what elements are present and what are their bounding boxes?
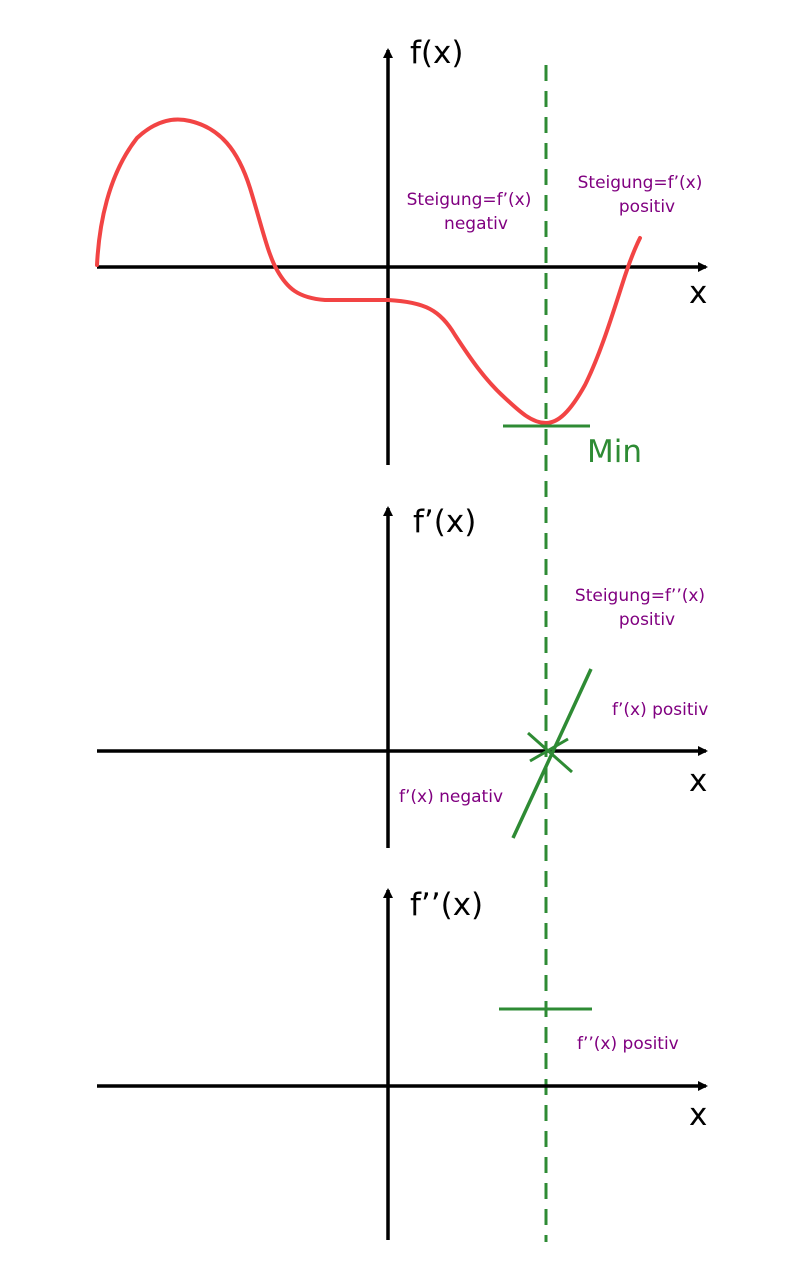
bottom-y-axis-label: f’’(x) xyxy=(410,887,483,923)
top-note-left-line2: negativ xyxy=(444,214,508,234)
panel-bottom: f’’(x) x f’’(x) positiv xyxy=(97,887,708,1240)
middle-y-axis-label: f’(x) xyxy=(413,504,476,540)
function-curve xyxy=(95,117,642,426)
min-label: Min xyxy=(587,434,642,470)
middle-note-right: f’(x) positiv xyxy=(612,700,708,720)
middle-note-top-line2: positiv xyxy=(619,610,675,630)
bottom-note-right: f’’(x) positiv xyxy=(577,1034,679,1054)
zero-crossing-mark-a xyxy=(527,731,573,774)
middle-note-top-line1: Steigung=f’’(x) xyxy=(575,586,705,606)
middle-x-axis-label: x xyxy=(689,763,707,799)
top-note-left-line1: Steigung=f’(x) xyxy=(407,190,532,210)
top-note-right-line1: Steigung=f’(x) xyxy=(578,173,703,193)
zero-crossing-mark-b xyxy=(529,737,569,763)
top-x-axis-label: x xyxy=(689,275,707,311)
panel-top: f(x) x Steigung=f’(x) negativ Steigung=f… xyxy=(95,35,708,470)
panel-middle: f’(x) x Steigung=f’’(x) positiv f’(x) po… xyxy=(97,504,708,848)
top-y-axis-label: f(x) xyxy=(410,35,463,71)
top-note-right-line2: positiv xyxy=(619,197,675,217)
bottom-x-axis-label: x xyxy=(689,1097,707,1133)
middle-note-left: f’(x) negativ xyxy=(399,787,503,807)
